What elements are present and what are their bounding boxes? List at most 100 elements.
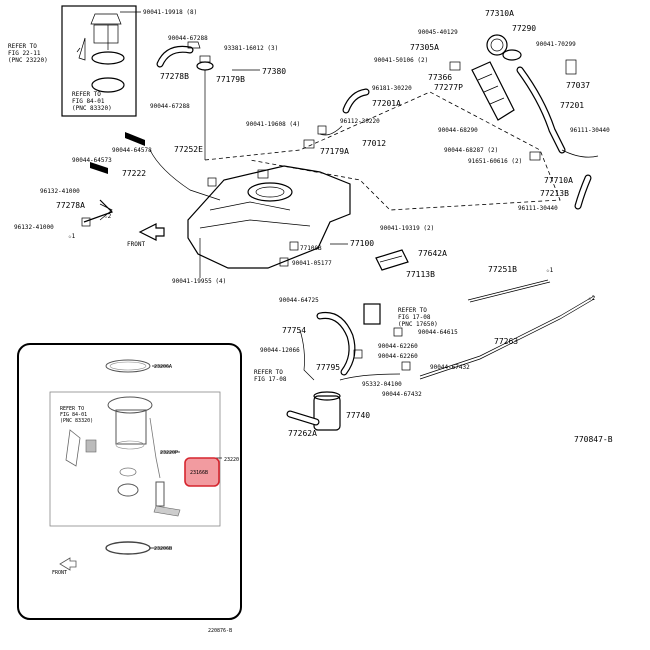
label-77179A: 77179A — [320, 147, 349, 156]
label-96132-41000-b: 96132-41000 — [14, 224, 54, 231]
label-77100: 77100 — [350, 239, 374, 248]
label-90041-19955: 90041-19955 (4) — [172, 278, 226, 285]
label-77100B: 77100B — [300, 245, 322, 252]
label-star2b: ☆2 — [588, 295, 596, 302]
label-90044-64725: 90044-64725 — [279, 297, 319, 304]
inset-code: 220876-B — [208, 628, 232, 634]
assembly-outline — [204, 91, 561, 211]
label-refer-fig22-b: FIG 22-11 — [8, 50, 41, 57]
label-93381-16012: 93381-16012 (3) — [224, 45, 278, 52]
label-90041-70299: 90041-70299 — [536, 41, 576, 48]
label-77037: 77037 — [566, 81, 590, 90]
label-90041-05177: 90041-05177 — [292, 260, 332, 267]
label-77201A: 77201A — [372, 99, 401, 108]
label-star1b: ☆1 — [546, 267, 554, 274]
label-77263: 77263 — [494, 337, 518, 346]
highlight-part-23166B[interactable]: 23166B — [184, 457, 220, 487]
label-77251B: 77251B — [488, 265, 517, 274]
label-96132-41000-a: 96132-41000 — [40, 188, 80, 195]
label-96111-30440-a: 96111-30440 — [570, 127, 610, 134]
label-77278A: 77278A — [56, 201, 85, 210]
inset-label-23206B: 23206B — [154, 546, 172, 552]
label-77201: 77201 — [560, 101, 584, 110]
label-90044-62260-a: 90044-62260 — [378, 343, 418, 350]
label-77222: 77222 — [122, 169, 146, 178]
fuel-tank — [187, 165, 351, 269]
label-90044-12066: 90044-12066 — [260, 347, 300, 354]
label-refer-fig84-b: FIG 84-01 — [72, 98, 105, 105]
label-refer-fig84: REFER TO — [72, 91, 101, 98]
inset-label-refer-c: (PNC 83320) — [60, 418, 93, 424]
inset-pump-module — [49, 359, 222, 555]
label-90041-50106: 90041-50106 (2) — [374, 57, 428, 64]
label-96112-30220: 96112-30220 — [340, 118, 380, 125]
label-77380: 77380 — [262, 67, 286, 76]
label-77278B: 77278B — [160, 72, 189, 81]
label-star1: ☆1 — [68, 233, 76, 240]
label-refer-fig17b: REFER TO — [254, 369, 283, 376]
bracket-group — [375, 249, 409, 271]
label-90044-64578: 90044-64578 — [112, 147, 152, 154]
inset-frame — [17, 343, 242, 620]
label-refer-fig22-c: (PNC 23220) — [8, 57, 48, 64]
diagram-code: 770847-B — [574, 435, 613, 444]
vent-hose-group — [303, 88, 370, 149]
label-77179B: 77179B — [216, 75, 245, 84]
label-77012: 77012 — [362, 139, 386, 148]
label-77252E: 77252E — [174, 145, 203, 154]
label-77366: 77366 — [428, 73, 452, 82]
label-refer-fig17a-c: (PNC 17650) — [398, 321, 438, 328]
label-77305A: 77305A — [410, 43, 439, 52]
label-90044-67432-b: 90044-67432 — [382, 391, 422, 398]
front-arrow-icon — [138, 223, 165, 241]
label-77290: 77290 — [512, 24, 536, 33]
filler-neck-group — [449, 34, 599, 210]
label-90041-19918: 90041-19918 (8) — [143, 9, 197, 16]
inset-label-23206A: 23206A — [154, 364, 172, 370]
label-refer-fig22: REFER TO — [8, 43, 37, 50]
label-90044-67432-a: 90044-67432 — [430, 364, 470, 371]
label-refer-fig84-c: (PNC 83320) — [72, 105, 112, 112]
label-77113B: 77113B — [406, 270, 435, 279]
label-91651-60616: 91651-60616 (2) — [468, 158, 522, 165]
label-77213B: 77213B — [540, 189, 569, 198]
label-77754: 77754 — [282, 326, 306, 335]
label-90044-64573: 90044-64573 — [72, 157, 112, 164]
sender-unit-box — [61, 5, 137, 117]
label-front: FRONT — [127, 241, 145, 248]
label-77710A: 77710A — [544, 176, 573, 185]
label-90044-67288-b: 90044-67288 — [150, 103, 190, 110]
label-refer-fig17b-b: FIG 17-08 — [254, 376, 287, 383]
label-77740: 77740 — [346, 411, 370, 420]
inset-label-front: FRONT — [52, 570, 67, 576]
fuel-lines — [419, 279, 595, 380]
label-90045-40129: 90045-40129 — [418, 29, 458, 36]
label-90044-64615: 90044-64615 — [418, 329, 458, 336]
label-star2: ☆2 — [104, 213, 112, 220]
inset-label-refer-b: FIG 84-01 — [60, 412, 87, 418]
label-90044-67288-a: 90044-67288 — [168, 35, 208, 42]
label-77262A: 77262A — [288, 429, 317, 438]
label-90044-62260-b: 90044-62260 — [378, 353, 418, 360]
inset-front-arrow-icon — [59, 557, 77, 571]
label-96111-30440-b: 96111-30440 — [518, 205, 558, 212]
label-77277P: 77277P — [434, 83, 463, 92]
breather-hose-group — [156, 41, 214, 71]
label-95332-04100: 95332-04100 — [362, 381, 402, 388]
label-90041-19319: 90041-19319 (2) — [380, 225, 434, 232]
label-77642A: 77642A — [418, 249, 447, 258]
label-refer-fig17a: REFER TO — [398, 307, 427, 314]
label-77795: 77795 — [316, 363, 340, 372]
label-refer-fig17a-b: FIG 17-08 — [398, 314, 431, 321]
canister-group — [286, 303, 411, 431]
inset-label-23220P: 23220P — [160, 450, 178, 456]
label-96181-30220: 96181-30220 — [372, 85, 412, 92]
label-90044-68287: 90044-68287 (2) — [444, 147, 498, 154]
left-pipe-group — [81, 132, 221, 227]
label-90044-68290: 90044-68290 — [438, 127, 478, 134]
inset-label-23220: 23220 — [224, 457, 239, 463]
label-90041-19608: 90041-19608 (4) — [246, 121, 300, 128]
label-77310A: 77310A — [485, 9, 514, 18]
highlight-part-label: 23166B — [190, 470, 208, 476]
